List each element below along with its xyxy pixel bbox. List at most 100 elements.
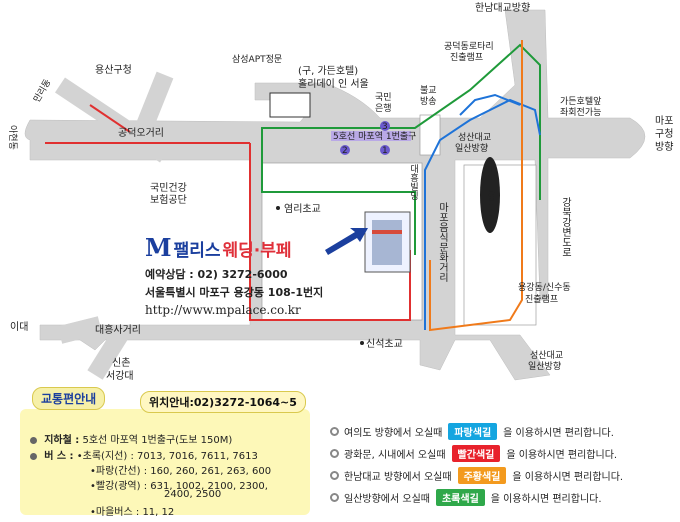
bus-blue-value: : 160, 260, 261, 263, 600 — [143, 466, 272, 477]
label-samsung-apt: 삼성APT정문 — [232, 54, 282, 65]
directions-panel: 여의도 방향에서 오실때 파랑색길 을 이용하시면 편리합니다. 광화문, 시내… — [330, 419, 670, 519]
bus-red-label: •빨강(광역) — [90, 481, 141, 492]
route-green — [261, 43, 541, 255]
bus-red-value1: : 631, 1002, 2100, 2300, — [143, 481, 268, 492]
brand-url[interactable]: http://www.mpalace.co.kr — [145, 303, 301, 317]
label-health-ins-1: 국민건강 — [150, 182, 187, 194]
label-gangbyeon: 강북강변도로 — [560, 197, 572, 257]
direction-row-3: 한남대교 방향에서 오실때 주황색길 을 이용하시면 편리합니다. — [330, 467, 623, 484]
direction-1-before: 여의도 방향에서 오실때 — [344, 428, 443, 439]
label-bulgyo-1: 불교 — [420, 85, 437, 96]
bullet-icon — [30, 452, 37, 460]
location-map: 5호선 마포역 1번출구 3 2 1 한남대교방향 공덕동로타리 진출램프 삼성… — [7, 2, 673, 382]
bus-red-row: •빨강(광역) : 631, 1002, 2100, 2300, — [90, 477, 268, 492]
direction-4-tag: 초록색길 — [435, 489, 485, 506]
direction-4-after: 을 이용하시면 편리합니다. — [490, 494, 602, 505]
exit-number-3: 3 — [382, 122, 388, 132]
circle-bullet-icon — [330, 493, 339, 502]
label-yongsan-gu: 용산구청 — [95, 64, 132, 76]
direction-3-tag: 주황색길 — [457, 467, 507, 484]
circle-bullet-icon — [330, 427, 339, 436]
label-garden-hotel: (구, 가든호텔) — [298, 65, 358, 77]
label-garden-front-2: 좌회전가능 — [560, 107, 601, 118]
label-seongsan-bridge-1: 성산대교 — [458, 132, 491, 143]
label-yeomni-school: 염리초교 — [284, 203, 321, 215]
bus-red-value2: 2400, 2500 — [164, 489, 222, 500]
subway-exit-label: 5호선 마포역 1번출구 — [333, 131, 416, 142]
parking-lot-oval — [480, 157, 500, 233]
route-red — [45, 104, 411, 321]
label-mapo-park: 마포공영주차장 — [485, 165, 495, 228]
label-seongsan-bottom-2: 일산방향 — [528, 360, 561, 372]
label-mapo-culture: 마포음식문화거리 — [437, 202, 449, 283]
transit-box — [20, 409, 310, 515]
label-seongsan-bottom-1: 성산대교 — [530, 350, 563, 361]
brand-name-part1: 팰리스 — [173, 241, 221, 261]
subway-exit-box — [331, 131, 411, 141]
route-orange — [429, 40, 523, 332]
label-gongdeok-rotary-ramp: 진출램프 — [450, 51, 483, 63]
label-gongdeok-street: 공덕오거리 — [118, 127, 164, 139]
bus-row: 버 스 : •초록(지선) : 7013, 7016, 7611, 7613 — [30, 447, 258, 462]
bullet-icon — [30, 436, 37, 444]
transit-panel: 교통편안내 위치안내:02)3272-1064~5 지하철 : 5호선 마포역 … — [12, 387, 312, 518]
brand-reservation: 예약상담 : 02) 3272-6000 — [145, 268, 288, 281]
direction-1-after: 을 이용하시면 편리합니다. — [503, 428, 614, 439]
label-ahyeon: 아현동 — [7, 125, 18, 150]
exit-markers: 3 2 1 — [340, 121, 390, 156]
exit-number-1: 1 — [382, 146, 388, 156]
bus-village-label: •마을버스 — [90, 507, 133, 518]
label-mapo-office-1: 마포 — [655, 115, 673, 127]
bus-village-row: •마을버스 : 11, 12 — [90, 503, 174, 518]
direction-2-after: 을 이용하시면 편리합니다. — [506, 450, 618, 461]
holiday-inn-building — [269, 92, 311, 118]
subway-label: 지하철 : — [44, 435, 80, 446]
label-hannam-top: 한남대교방향 — [475, 2, 530, 14]
brand-name-part2: 웨딩·부페 — [222, 241, 292, 261]
arrow-to-building — [325, 228, 368, 255]
label-mapo-office-2: 구청 — [655, 128, 673, 140]
label-garden-front-1: 가든호텔앞 — [560, 95, 601, 107]
direction-row-2: 광화문, 시내에서 오실때 빨간색길 을 이용하시면 편리합니다. — [330, 445, 617, 462]
label-holiday-inn: 홀리데이 인 서울 — [298, 77, 369, 90]
label-kookmin-bank-2: 은행 — [375, 102, 392, 114]
label-sinseok-school: 신석초교 — [366, 338, 403, 350]
route-blue — [424, 93, 541, 330]
label-bulgyo-2: 방송 — [420, 96, 437, 107]
label-daeheung-street: 대흥사거리 — [95, 323, 141, 336]
label-manridong: 만리동 — [31, 77, 53, 104]
subway-value: 5호선 마포역 1번출구(도보 150M) — [82, 435, 233, 446]
circle-bullet-icon — [330, 449, 339, 458]
exit-number-2: 2 — [342, 146, 348, 156]
direction-row-1: 여의도 방향에서 오실때 파랑색길 을 이용하시면 편리합니다. — [330, 423, 614, 440]
direction-row-4: 일산방향에서 오실때 초록색길 을 이용하시면 편리합니다. — [330, 489, 602, 506]
circle-bullet-icon — [330, 471, 339, 480]
brand-logo-letter: M — [145, 233, 172, 262]
bus-red-row-2: 2400, 2500 — [164, 489, 221, 500]
label-daeheung-bldg: 대흥빌딩 — [408, 164, 418, 200]
label-idae: 이대 — [10, 321, 28, 333]
bus-blue-row: •파랑(간선) : 160, 260, 261, 263, 600 — [90, 462, 271, 477]
subway-row: 지하철 : 5호선 마포역 1번출구(도보 150M) — [30, 431, 232, 446]
brand-address: 서울특별시 마포구 용강동 108-1번지 — [145, 286, 324, 299]
label-gongdeok-rotary: 공덕동로타리 — [444, 41, 494, 52]
direction-1-tag: 파랑색길 — [448, 423, 498, 440]
label-seongsan-bridge-2: 일산방향 — [455, 142, 488, 154]
bottom-info: 교통편안내 위치안내:02)3272-1064~5 지하철 : 5호선 마포역 … — [0, 385, 680, 522]
bus-blue-label: •파랑(간선) — [90, 466, 141, 477]
label-sinchon-2: 서강대 — [106, 370, 134, 382]
direction-3-after: 을 이용하시면 편리합니다. — [512, 472, 624, 483]
label-yonggang-2: 진출램프 — [525, 293, 558, 305]
bus-green-label: •초록(지선) — [76, 451, 128, 462]
bus-label: 버 스 : — [44, 451, 74, 462]
label-mapo-office-3: 방향 — [655, 141, 673, 153]
transit-title: 교통편안내 — [32, 387, 106, 410]
bus-village-value: : 11, 12 — [135, 507, 175, 518]
bus-green-value: : 7013, 7016, 7611, 7613 — [130, 451, 258, 462]
label-yonggang-1: 용강동/신수동 — [518, 282, 571, 293]
wedding-hall-building — [364, 211, 411, 273]
label-kookmin-bank-1: 국민 — [375, 92, 392, 103]
brand-block: M 팰리스 웨딩·부페 예약상담 : 02) 3272-6000 서울특별시 마… — [145, 233, 323, 317]
transit-phone: 위치안내:02)3272-1064~5 — [140, 391, 306, 413]
direction-3-before: 한남대교 방향에서 오실때 — [344, 472, 452, 483]
